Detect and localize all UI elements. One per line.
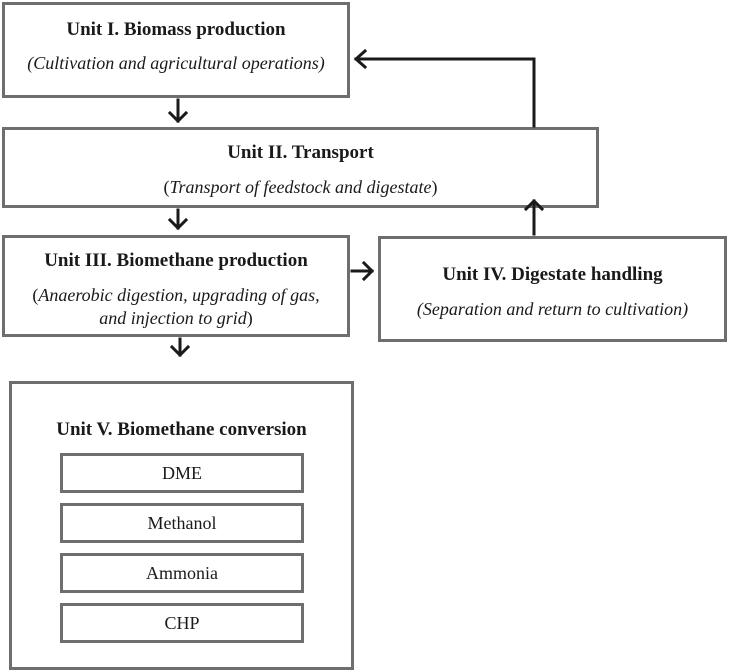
unit-4-subtitle: (Separation and return to cultivation) (416, 299, 689, 319)
unit-3-box: Unit III. Biomethane production (Anaerob… (2, 235, 350, 337)
arrow-unit3-to-unit5 (169, 337, 191, 358)
unit-1-title: Unit I. Biomass production (66, 19, 286, 40)
unit-3-subtitle-close: ) (246, 308, 253, 328)
unit-1-box: Unit I. Biomass production (Cultivation … (2, 2, 350, 98)
arrow-unit2-to-unit3 (167, 208, 189, 231)
option-chp: CHP (60, 603, 304, 643)
unit-2-subtitle-open: ( (163, 177, 170, 197)
unit-2-subtitle: (Transport of feedstock and digestate) (5, 176, 596, 199)
unit-5-title: Unit V. Biomethane conversion (56, 419, 307, 440)
arrow-unit2-to-unit1 (353, 48, 536, 128)
unit-2-subtitle-close: ) (431, 177, 438, 197)
unit-3-subtitle-line2-text: and injection to grid (99, 308, 247, 328)
option-ammonia: Ammonia (60, 553, 304, 593)
unit-1-subtitle: (Cultivation and agricultural operations… (27, 53, 325, 73)
unit-2-title: Unit II. Transport (227, 142, 374, 163)
unit-3-subtitle-line-2: and injection to grid) (5, 307, 347, 330)
arrow-unit3-to-unit4 (350, 260, 375, 282)
unit-3-subtitle-line1-text: Anaerobic digestion, upgrading of gas, (38, 285, 320, 305)
unit-4-box: Unit IV. Digestate handling (Separation … (378, 236, 727, 342)
unit-3-subtitle-open: ( (32, 285, 39, 305)
unit-3-subtitle-line-1: (Anaerobic digestion, upgrading of gas, (5, 284, 347, 307)
unit-4-title: Unit IV. Digestate handling (442, 264, 663, 285)
unit-2-box: Unit II. Transport (Transport of feedsto… (2, 127, 599, 208)
option-methanol: Methanol (60, 503, 304, 543)
unit-3-title: Unit III. Biomethane production (44, 250, 308, 271)
arrow-unit1-to-unit2 (167, 98, 189, 124)
option-dme: DME (60, 453, 304, 493)
unit-2-subtitle-body: Transport of feedstock and digestate (169, 177, 432, 197)
